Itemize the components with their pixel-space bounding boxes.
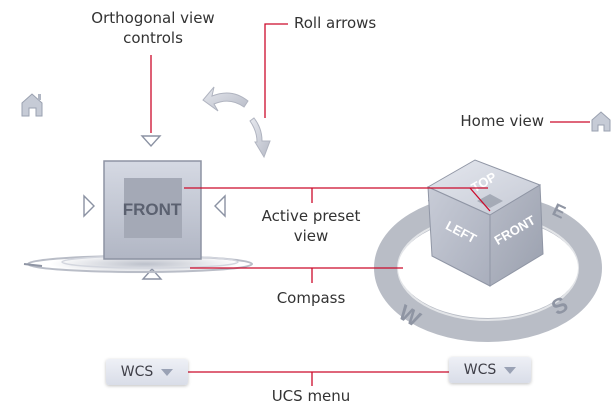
label-orthogonal-line1: Orthogonal view [91,9,215,27]
viewcube-3d[interactable]: TOP LEFT FRONT [426,159,544,287]
leader-lines [150,23,590,386]
viewcube-front-face[interactable]: FRONT [103,160,202,260]
label-orthogonal: Orthogonal view controls [91,8,214,48]
label-active-preset-line1: Active preset [261,207,361,225]
label-orthogonal-line2: controls [123,29,183,47]
label-home-view: Home view [460,112,544,130]
home-icon-left[interactable] [21,93,43,117]
front-face-label: FRONT [123,200,182,219]
leader-roll-arrows [264,23,288,118]
orthogonal-arrow-bottom[interactable] [141,267,163,280]
home-icon-right[interactable] [591,111,611,132]
cube-front-face[interactable] [489,184,544,287]
chevron-down-icon [161,368,174,376]
chevron-down-icon [504,366,517,374]
roll-arrow-bottom[interactable] [249,117,271,159]
orthogonal-arrow-right[interactable] [214,194,226,218]
label-active-preset-line2: view [293,227,329,245]
leader-active-preset-tail [469,187,491,212]
ucs-menu-left-label: WCS [120,364,154,380]
label-active-preset: Active preset view [262,206,361,246]
ucs-menu-button-left[interactable]: WCS [106,359,188,385]
ucs-menu-right-label: WCS [463,362,497,378]
roll-arrow-top[interactable] [202,86,249,112]
orthogonal-arrow-top[interactable] [140,135,162,148]
label-compass: Compass [276,289,346,307]
ucs-menu-button-right[interactable]: WCS [449,357,531,383]
label-ucs-menu: UCS menu [271,387,351,405]
orthogonal-arrow-left[interactable] [83,194,95,218]
label-roll-arrows: Roll arrows [294,14,377,32]
